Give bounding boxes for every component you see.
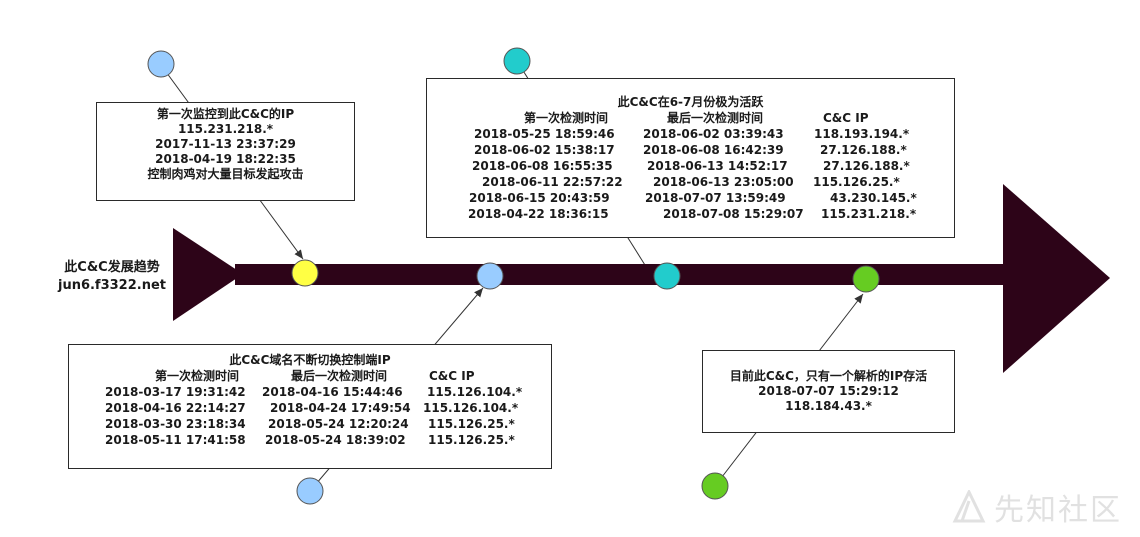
marker-switching: [476, 262, 504, 290]
timeline-arrow-head: [1003, 184, 1110, 373]
active-row-4-last: 2018-06-13 23:05:00: [653, 175, 794, 189]
active-row-1-ip: 118.193.194.*: [814, 127, 910, 141]
node-current: [701, 472, 729, 500]
current-ip-box: 目前此C&C，只有一个解析的IP存活 2018-07-07 15:29:12 1…: [702, 350, 955, 433]
first-ip-description: 控制肉鸡对大量目标发起攻击: [147, 167, 304, 181]
active-period-table: 第一次检测时间 最后一次检测时间 C&C IP 2018-05-25 18:59…: [427, 111, 954, 231]
switching-row-3-first: 2018-03-30 23:18:34: [105, 417, 246, 431]
active-row-5-first: 2018-06-15 20:43:59: [469, 191, 610, 205]
active-row-4-ip: 115.126.25.*: [813, 175, 900, 189]
first-ip-box: 第一次监控到此C&C的IP 115.231.218.* 2017-11-13 2…: [96, 102, 355, 201]
watermark-text: 先知社区: [994, 493, 1122, 528]
switching-row-1-last: 2018-04-16 15:44:46: [262, 385, 403, 399]
switching-row-4-ip: 115.126.25.*: [428, 433, 515, 447]
active-row-3-last: 2018-06-13 14:52:17: [647, 159, 788, 173]
active-row-2-first: 2018-06-02 15:38:17: [474, 143, 615, 157]
switching-header-ip: C&C IP: [429, 369, 475, 383]
marker-active: [653, 262, 681, 290]
ip-switching-table: 第一次检测时间 最后一次检测时间 C&C IP 2018-03-17 19:31…: [69, 369, 551, 449]
switching-row-2-ip: 115.126.104.*: [423, 401, 519, 415]
current-ip-title: 目前此C&C，只有一个解析的IP存活: [729, 369, 928, 383]
xianzhi-logo-icon: [952, 490, 986, 523]
active-row-6-first: 2018-04-22 18:36:15: [468, 207, 609, 221]
marker-current: [852, 265, 880, 293]
active-period-box: 此C&C在6-7月份极为活跃 第一次检测时间 最后一次检测时间 C&C IP 2…: [426, 78, 955, 238]
switching-header-last: 最后一次检测时间: [291, 369, 388, 383]
ip-switching-box: 此C&C域名不断切换控制端IP 第一次检测时间 最后一次检测时间 C&C IP …: [68, 344, 552, 469]
timeline-label-domain: jun6.f3322.net: [57, 278, 166, 293]
timeline-label: 此C&C发展趋势 jun6.f3322.net: [51, 259, 173, 295]
active-row-1-first: 2018-05-25 18:59:46: [474, 127, 615, 141]
timeline-tail: [173, 228, 243, 321]
node-switching: [296, 477, 324, 505]
active-row-6-last: 2018-07-08 15:29:07: [663, 207, 804, 221]
active-row-4-first: 2018-06-11 22:57:22: [482, 175, 623, 189]
active-row-2-ip: 27.126.188.*: [820, 143, 907, 157]
switching-row-2-last: 2018-04-24 17:49:54: [270, 401, 411, 415]
current-ip-address: 118.184.43.*: [785, 399, 872, 413]
switching-row-1-ip: 115.126.104.*: [427, 385, 523, 399]
switching-row-1-first: 2018-03-17 19:31:42: [105, 385, 246, 399]
timeline-label-title: 此C&C发展趋势: [64, 260, 160, 275]
active-row-3-ip: 27.126.188.*: [823, 159, 910, 173]
active-period-title: 此C&C在6-7月份极为活跃: [617, 95, 764, 109]
node-active: [503, 47, 531, 75]
ip-switching-title: 此C&C域名不断切换控制端IP: [229, 353, 391, 367]
first-ip-address: 115.231.218.*: [177, 122, 274, 136]
switching-row-3-ip: 115.126.25.*: [428, 417, 515, 431]
first-ip-last-seen: 2018-04-19 18:22:35: [155, 152, 296, 166]
active-header-last: 最后一次检测时间: [667, 111, 764, 125]
marker-first-ip: [291, 259, 319, 287]
active-header-ip: C&C IP: [823, 111, 869, 125]
first-ip-first-seen: 2017-11-13 23:37:29: [155, 137, 296, 151]
timeline-bar: [235, 264, 1003, 285]
active-row-5-ip: 43.230.145.*: [830, 191, 917, 205]
switching-row-2-first: 2018-04-16 22:14:27: [105, 401, 246, 415]
switching-row-4-first: 2018-05-11 17:41:58: [105, 433, 246, 447]
current-ip-time: 2018-07-07 15:29:12: [758, 384, 899, 398]
active-row-1-last: 2018-06-02 03:39:43: [643, 127, 784, 141]
watermark: 先知社区: [952, 485, 1122, 529]
active-header-first: 第一次检测时间: [524, 111, 609, 125]
active-row-6-ip: 115.231.218.*: [821, 207, 917, 221]
active-row-3-first: 2018-06-08 16:55:35: [472, 159, 613, 173]
active-row-5-last: 2018-07-07 13:59:49: [645, 191, 786, 205]
switching-header-first: 第一次检测时间: [155, 369, 240, 383]
active-row-2-last: 2018-06-08 16:42:39: [643, 143, 784, 157]
first-ip-title: 第一次监控到此C&C的IP: [156, 107, 295, 121]
switching-row-4-last: 2018-05-24 18:39:02: [265, 433, 406, 447]
switching-row-3-last: 2018-05-24 12:20:24: [268, 417, 409, 431]
node-first-ip: [147, 50, 175, 78]
